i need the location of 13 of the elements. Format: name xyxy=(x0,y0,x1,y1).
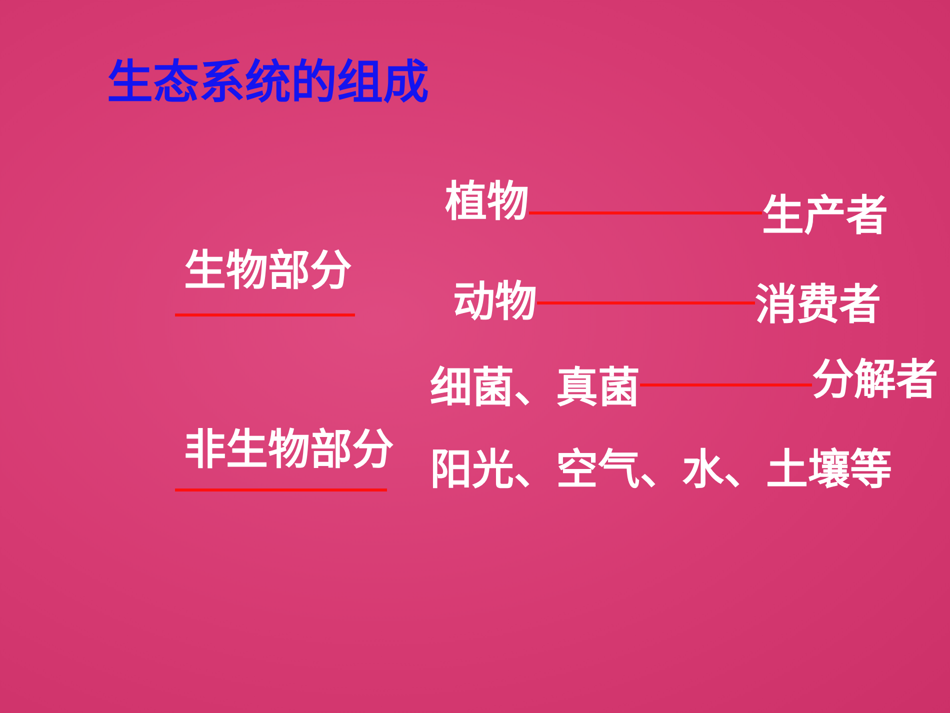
text-label: 植物 xyxy=(445,180,529,224)
connector-line xyxy=(640,384,812,386)
text-label: 生物部分 xyxy=(184,249,352,294)
text-label: 消费者 xyxy=(755,283,881,328)
text-label: 非生物部分 xyxy=(184,428,394,472)
text-label: 分解者 xyxy=(812,358,938,402)
text-label: 阳光、空气、水、土壤等 xyxy=(430,448,892,492)
connector-line xyxy=(529,212,762,214)
connector-line xyxy=(537,302,755,304)
text-label: 动物 xyxy=(453,280,537,324)
text-label: 细菌、真菌 xyxy=(430,366,640,410)
text-label: 生产者 xyxy=(762,194,888,238)
slide-title: 生态系统的组成 xyxy=(107,58,429,106)
